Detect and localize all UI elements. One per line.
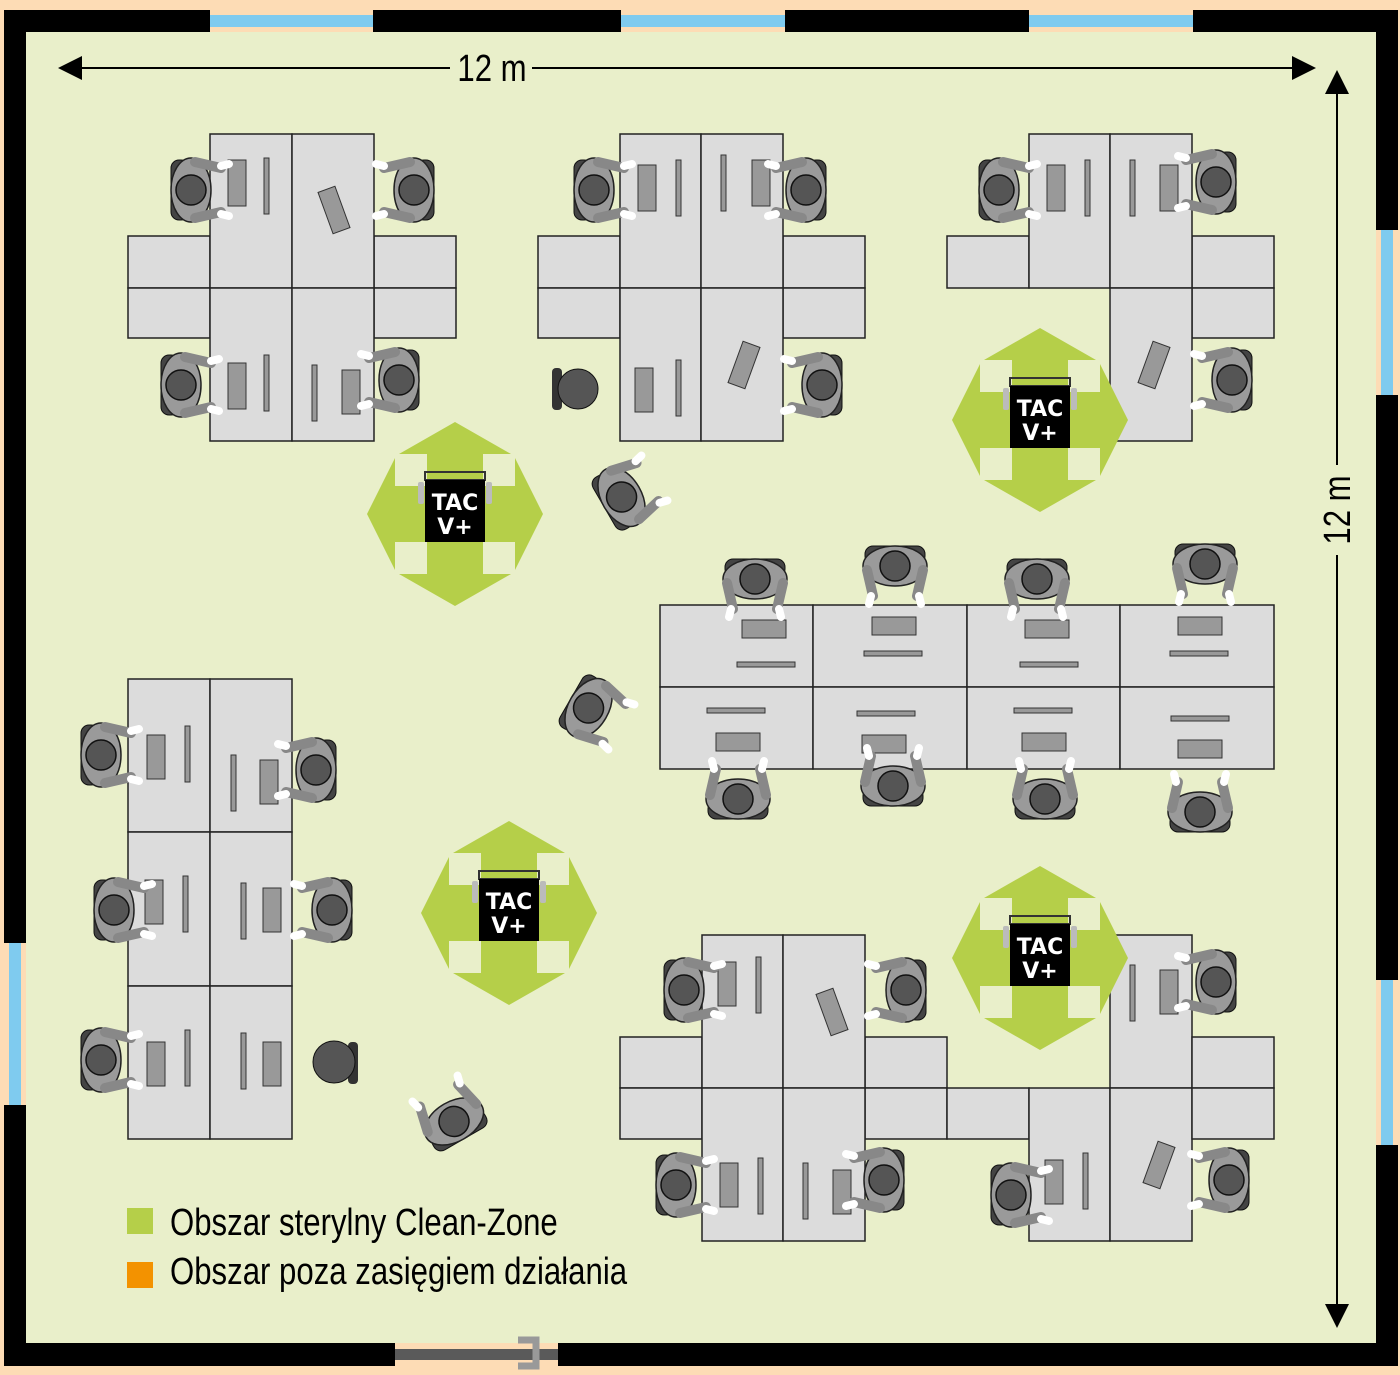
tac-label-line2: V+ (437, 515, 472, 540)
tac-unit: TAC V+ (951, 865, 1129, 1051)
tac-label-line2: V+ (1022, 421, 1057, 446)
windows (4, 10, 1398, 1145)
out-of-range-swatch (127, 1262, 153, 1288)
tac-label-line2: V+ (491, 914, 526, 939)
window (9, 943, 21, 1105)
desk-equipment (144, 154, 1230, 1220)
width-label: 12 m (457, 48, 526, 90)
height-label: 12 m (1317, 475, 1359, 544)
desk-cluster-top-middle (537, 133, 866, 442)
legend-label: Obszar sterylny Clean-Zone (170, 1202, 558, 1244)
window (1381, 980, 1393, 1145)
legend: Obszar sterylny Clean-Zone Obszar poza z… (127, 1202, 628, 1293)
arrow-down-icon (1325, 1304, 1349, 1328)
arrow-up-icon (1325, 70, 1349, 94)
tac-unit: TAC V+ (366, 421, 544, 607)
tac-unit: TAC V+ (420, 820, 598, 1006)
tac-label-line1: TAC (432, 491, 478, 516)
window (1029, 15, 1193, 27)
height-dimension: 12 m (1317, 70, 1359, 1328)
desk-cluster-left (127, 678, 293, 1140)
width-dimension: 12 m (58, 48, 1316, 90)
tac-label-line2: V+ (1022, 959, 1057, 984)
legend-label: Obszar poza zasięgiem działania (170, 1251, 628, 1293)
tac-label-line1: TAC (1017, 935, 1063, 960)
empty-chair (312, 1040, 358, 1084)
legend-item-clean-zone: Obszar sterylny Clean-Zone (127, 1202, 558, 1244)
desk-cluster-top-right (946, 133, 1275, 442)
window (210, 15, 373, 27)
tac-label-line1: TAC (1017, 397, 1063, 422)
desk-row-center (659, 604, 1275, 770)
legend-item-out-of-range: Obszar poza zasięgiem działania (127, 1251, 628, 1293)
window (621, 15, 785, 27)
tac-label-line1: TAC (486, 890, 532, 915)
door[interactable] (395, 1336, 558, 1370)
arrow-left-icon (58, 56, 82, 80)
clean-zone-swatch (127, 1208, 153, 1234)
empty-chair (552, 368, 599, 410)
desk-cluster-top-left (127, 133, 457, 442)
window (1381, 230, 1393, 395)
arrow-right-icon (1292, 56, 1316, 80)
tac-unit: TAC V+ (951, 327, 1129, 513)
